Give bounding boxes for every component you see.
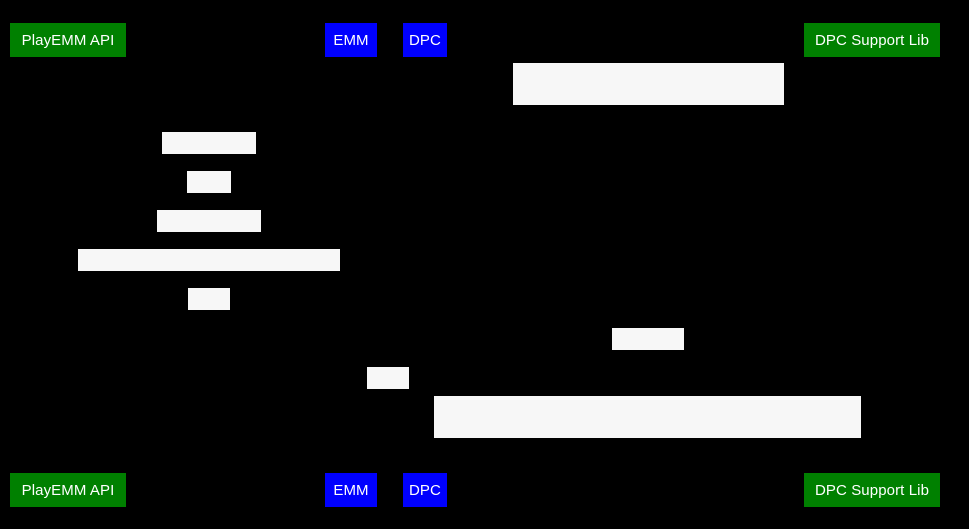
message-label-2: users.insert() [162, 132, 265, 169]
participant-header-dpc[interactable]: DPC [403, 23, 447, 57]
participant-header-playemm[interactable]: PlayEMM API [10, 23, 126, 57]
participant-footer-dpc[interactable]: DPC [403, 473, 447, 507]
participant-header-playemm-label: PlayEMM API [21, 31, 115, 49]
message-label-9-line1: androidForWorkAccountSupport [544, 437, 751, 453]
message-label-6: token [188, 288, 242, 325]
participant-header-emm[interactable]: EMM [325, 23, 377, 57]
message-label-4-text: users.update() [175, 231, 269, 247]
participant-footer-dpclib[interactable]: DPC Support Lib [804, 473, 940, 507]
message-arrow-5 [67, 271, 350, 272]
message-label-1: androidForWorkAccountSupport .ensureWork… [513, 63, 784, 179]
participant-footer-emm[interactable]: EMM [325, 473, 377, 507]
message-arrow-6 [67, 310, 350, 311]
participant-header-emm-label: EMM [333, 31, 369, 49]
participant-footer-dpclib-label: DPC Support Lib [814, 481, 930, 499]
message-arrow-2 [67, 154, 350, 155]
message-label-1-line2: .ensureWorkingEnvironment(callback) [526, 162, 771, 179]
participant-footer-emm-label: EMM [333, 481, 369, 499]
message-label-5: users.generateAuthenticationToken() [78, 249, 340, 286]
message-arrow-1 [424, 105, 871, 106]
message-arrow-3 [67, 193, 350, 194]
message-label-7-text: callback() [630, 349, 693, 365]
message-arrow-7 [424, 350, 871, 351]
participant-header-dpclib-label: DPC Support Lib [814, 31, 930, 49]
lifeline-playemm [67, 57, 68, 472]
message-label-9: androidForWorkAccountSupport .addAndroid… [434, 396, 861, 512]
message-arrow-9 [424, 438, 871, 439]
message-label-7: callback() [612, 328, 692, 365]
message-label-5-text: users.generateAuthenticationToken() [98, 270, 336, 286]
message-label-8-text: token [385, 388, 421, 404]
message-label-3: userID [187, 171, 248, 208]
participant-header-dpc-label: DPC [409, 31, 441, 49]
message-label-4: users.update() [157, 210, 269, 247]
message-label-2-text: users.insert() [180, 153, 265, 169]
message-label-9-line2: .addAndroidForWorkAccount(token, account… [453, 495, 842, 512]
message-label-1-line1: androidForWorkAccountSupport [545, 104, 752, 120]
participant-footer-playemm-label: PlayEMM API [21, 481, 115, 499]
message-label-6-text: token [206, 309, 242, 325]
message-label-8: token [367, 367, 421, 404]
participant-footer-playemm[interactable]: PlayEMM API [10, 473, 126, 507]
lifeline-dpc [424, 57, 425, 472]
message-arrow-8 [350, 389, 424, 390]
lifeline-emm [350, 57, 351, 472]
lifeline-dpclib [871, 57, 872, 472]
message-arrow-4 [67, 232, 350, 233]
participant-header-dpclib[interactable]: DPC Support Lib [804, 23, 940, 57]
message-label-3-text: userID [205, 192, 248, 208]
participant-footer-dpc-label: DPC [409, 481, 441, 499]
